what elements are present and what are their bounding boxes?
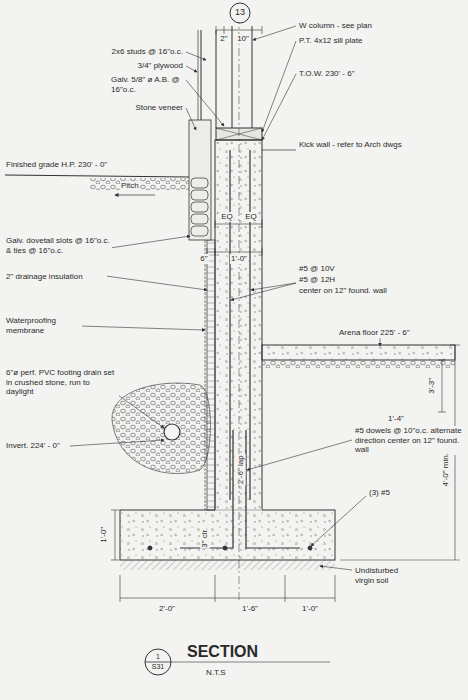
elevation-note-label: T.O.W. 230' - 6" — [298, 69, 356, 79]
note-label: Kick wall - refer to Arch dwgs — [298, 140, 410, 150]
note-label: 2" drainage insulation — [5, 272, 107, 282]
rebar-note-label: #5 @ 10V — [298, 264, 336, 274]
section-title-label: SECTION — [186, 642, 259, 661]
note-label: W column - see plan — [298, 21, 373, 31]
note-label: 3/4" plywood — [136, 61, 184, 71]
dimension-label: 1'-6" — [241, 604, 259, 614]
callout-number: 13 — [235, 8, 245, 18]
dimension-label: 10" — [236, 34, 250, 44]
dimension-label: 2'-0" — [158, 604, 176, 614]
rebar-note-label: center on 12" found. wall — [298, 286, 388, 296]
dimension-label: 6" — [199, 254, 208, 264]
note-label: 6"ø perf. PVC footing drain set in crush… — [5, 368, 119, 397]
rebar-note-label: #5 dowels @ 10"o.c. alternate direction … — [354, 426, 466, 455]
section-marker-bubble: 1S31 — [144, 648, 172, 676]
dimension-label: 1'-0" — [230, 254, 248, 264]
detail-number: 1 — [156, 653, 160, 661]
note-label: Stone veneer — [134, 103, 184, 113]
elevation-note-label: Arena floor 225' - 6" — [338, 328, 411, 338]
dimension-label: EQ — [220, 212, 234, 222]
bubble-circle — [145, 649, 171, 675]
note-label: Galv. dovetail slots @ 16"o.c. & ties @ … — [5, 236, 112, 255]
rebar-note-label: #5 @ 12H — [298, 275, 336, 285]
dimension-label: EQ — [244, 212, 258, 222]
dimension-label: 1'-0" — [301, 604, 319, 614]
dimension-label: 1'-0" — [99, 526, 109, 544]
note-label: Undisturbed virgin soil — [354, 566, 416, 585]
bubble-circle — [230, 3, 250, 23]
dimension-label: 1'-4" — [387, 414, 405, 424]
scale-note-label: N.T.S — [205, 668, 227, 678]
note-label: Galv. 5/8" ø A.B. @ 16"o.c. — [110, 75, 184, 94]
note-label: Waterproofing membrane — [5, 316, 82, 335]
note-label: Pitch — [120, 181, 140, 191]
bubble-outline — [144, 648, 172, 676]
dimension-label: 2" — [219, 34, 228, 44]
detail-callout-bubble: 13 — [229, 2, 251, 24]
dimension-label: 3'-3" — [427, 377, 437, 395]
dimension-label: 2'-6" lap — [235, 455, 245, 486]
note-label: 2x6 studs @ 16"o.c. — [111, 47, 184, 57]
dimension-label: 4'-0" min. — [441, 452, 451, 487]
elevation-note-label: Finished grade H.P. 230' - 0" — [5, 160, 108, 170]
elevation-note-label: Invert. 224' - 0" — [5, 441, 61, 451]
dimension-label: 3" clr. — [200, 527, 210, 549]
sheet-number: S31 — [152, 663, 164, 671]
note-label: P.T. 4x12 sill plate — [298, 36, 363, 46]
bubble-divider — [145, 662, 171, 663]
rebar-note-label: (3) #5 — [368, 488, 391, 498]
